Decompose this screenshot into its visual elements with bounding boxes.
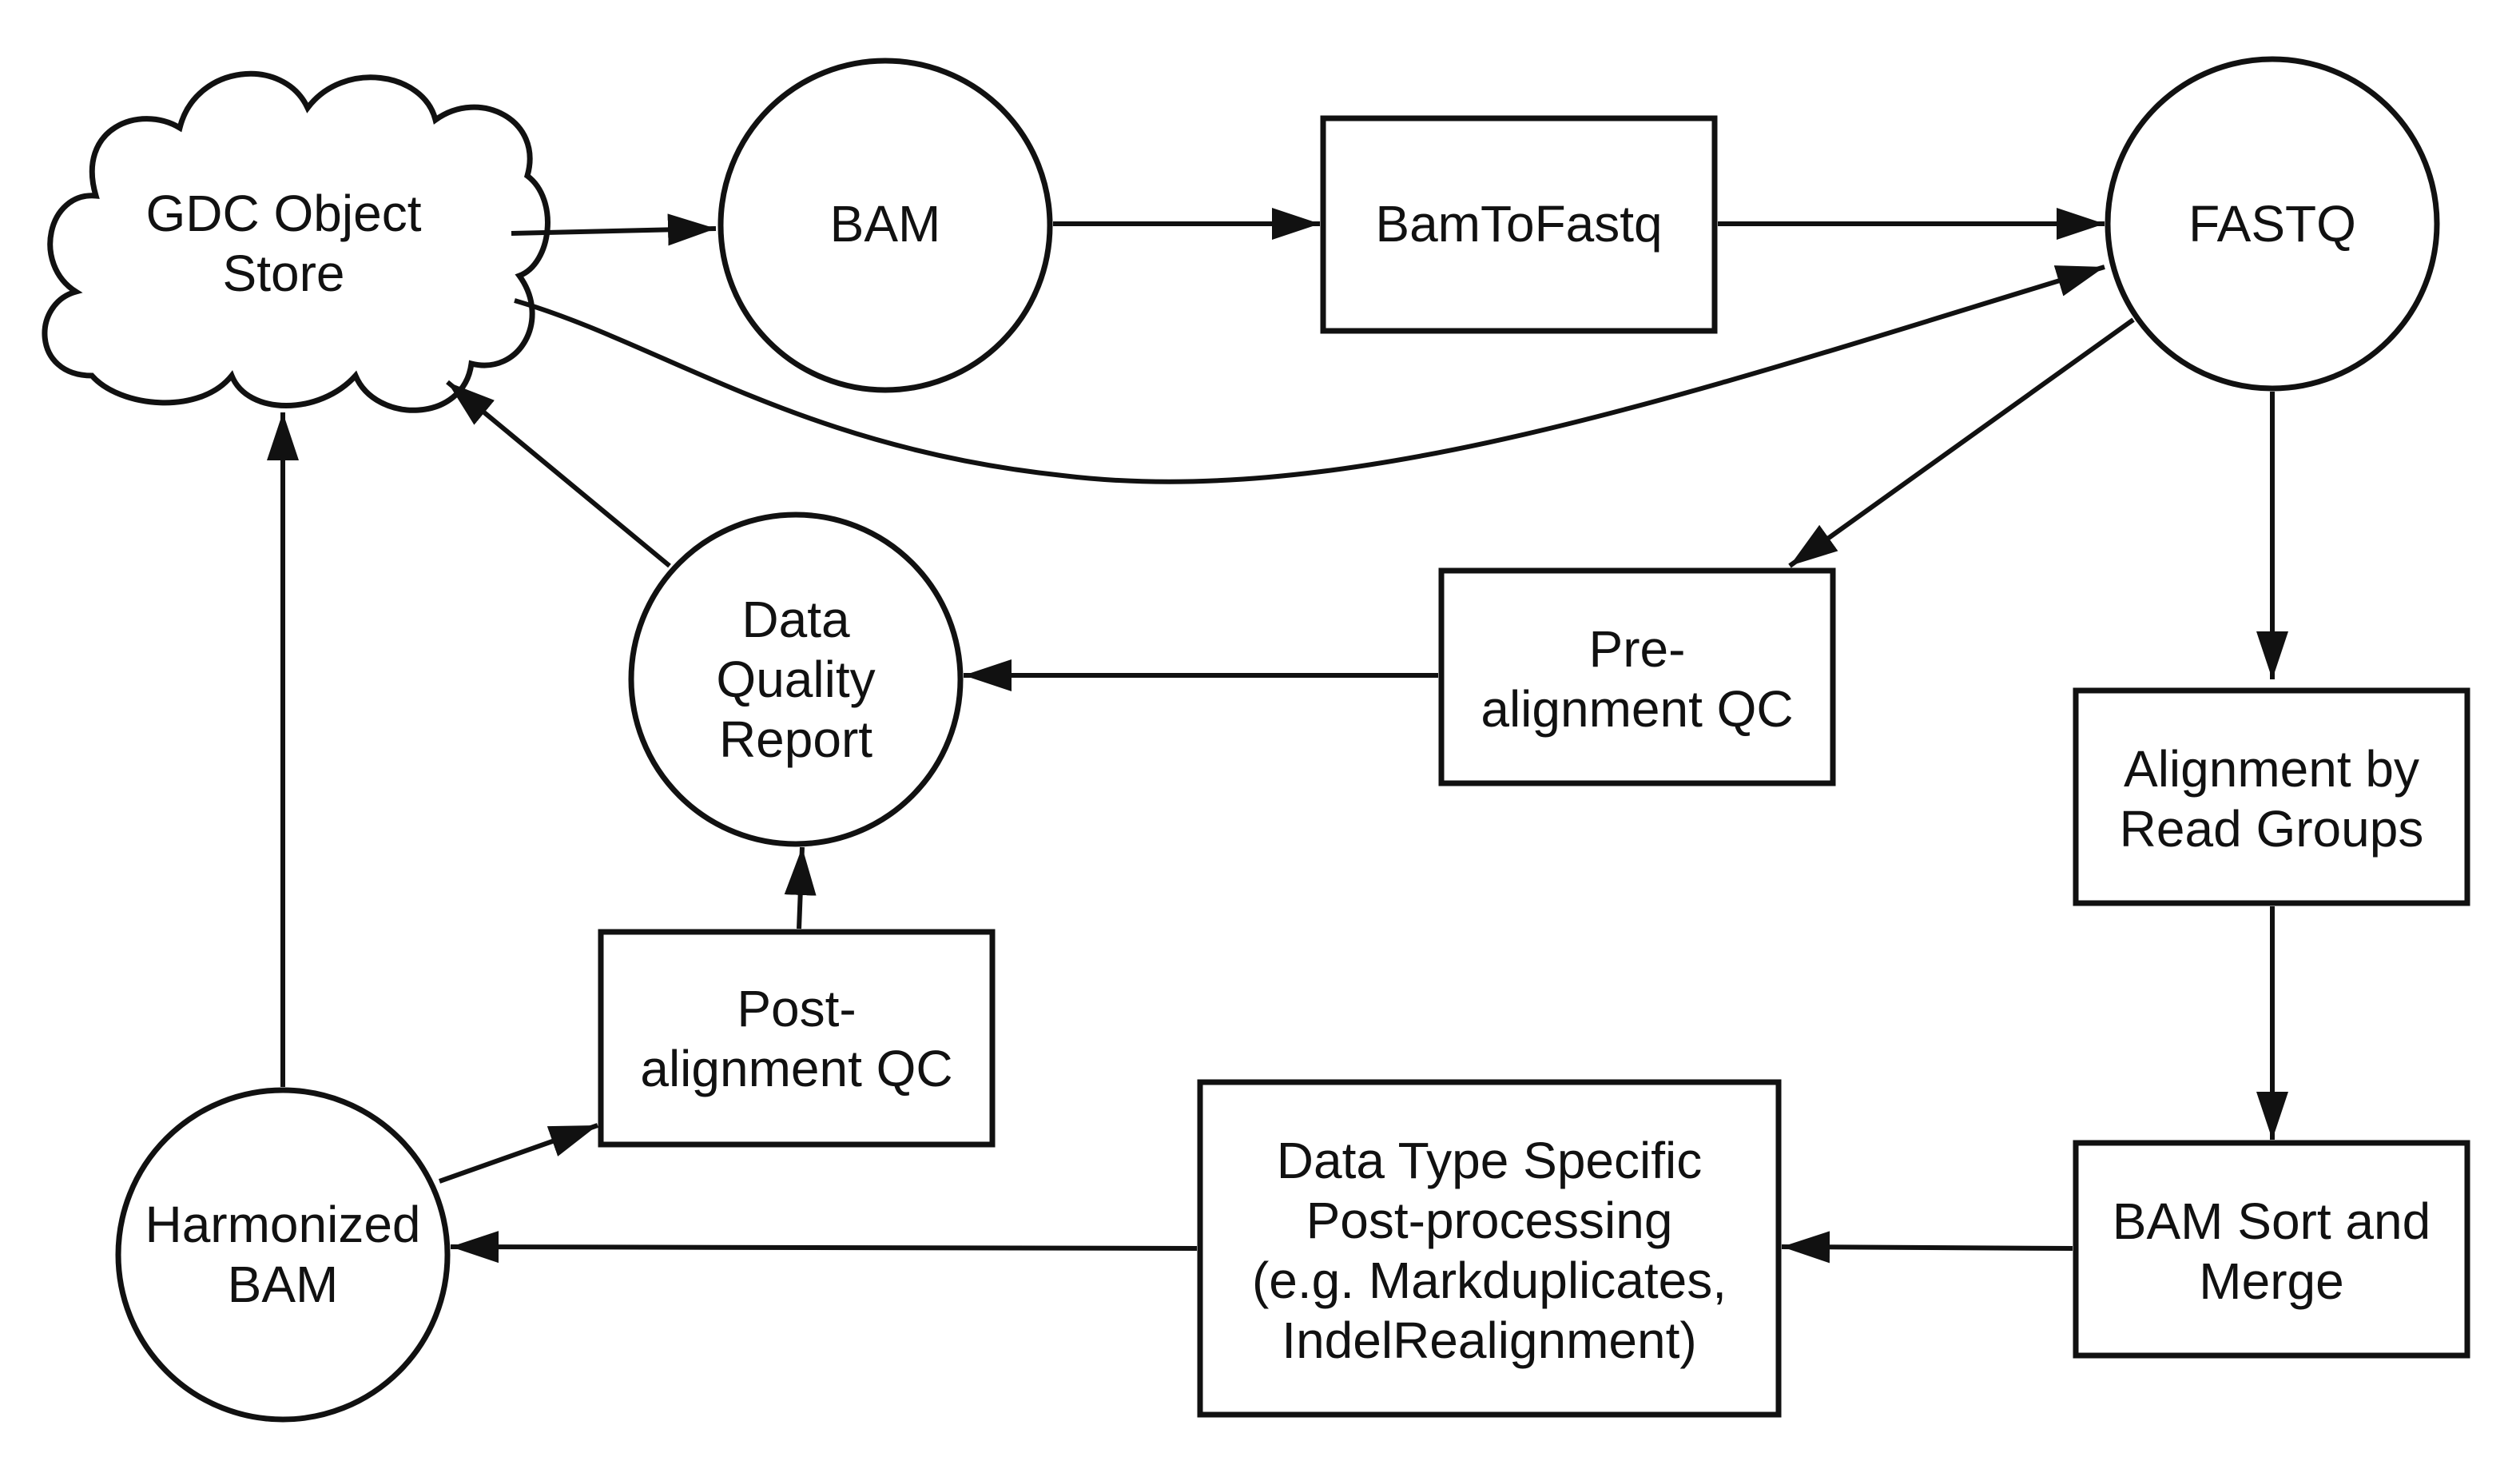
label-line: FASTQ — [2188, 194, 2356, 253]
arrow-sortmerge-to-datatype — [1781, 1231, 2073, 1264]
label-line: IndelRealignment) — [1282, 1312, 1697, 1369]
label-bam: BAM — [721, 192, 1050, 256]
arrow-report-to-store — [446, 380, 671, 568]
edges — [267, 208, 2288, 1264]
label-line: Report — [718, 710, 873, 768]
node-data-quality-report — [628, 512, 964, 847]
data-type-specific-box — [1197, 1079, 1782, 1418]
node-post-alignment-qc — [598, 929, 996, 1148]
label-line: GDC Object — [145, 185, 422, 242]
label-harmonized-bam: Harmonized BAM — [118, 1191, 447, 1319]
alignment-box — [2073, 687, 2470, 906]
label-line: Store — [222, 245, 345, 302]
arrow-postqc-to-report — [784, 846, 817, 930]
label-line: alignment QC — [640, 1040, 953, 1097]
label-line: Pre- — [1588, 620, 1686, 678]
label-line: BAM Sort and — [2112, 1192, 2431, 1250]
node-bam-sort-and-merge — [2073, 1140, 2470, 1359]
cloud-shape — [42, 71, 551, 413]
bam-circle — [717, 58, 1053, 393]
node-alignment-by-read-groups — [2073, 687, 2470, 906]
label-line: Merge — [2199, 1252, 2344, 1310]
label-line: Data — [741, 590, 850, 648]
label-line: alignment QC — [1481, 680, 1794, 738]
harmonized-bam-circle — [115, 1087, 451, 1423]
label-line: Quality — [716, 650, 876, 708]
data-quality-report-circle — [628, 512, 964, 847]
node-pre-alignment-qc — [1438, 567, 1836, 786]
fastq-circle — [2105, 56, 2440, 392]
label-line: (e.g. Markduplicates, — [1251, 1252, 1727, 1309]
label-pre-alignment-qc: Pre- alignment QC — [1441, 615, 1833, 743]
arrow-store-to-bam — [511, 213, 717, 246]
node-harmonized-bam — [115, 1087, 451, 1423]
node-fastq — [2105, 56, 2440, 392]
label-line: BamToFastq — [1375, 194, 1663, 253]
label-line: Data Type Specific — [1276, 1132, 1703, 1189]
arrow-harmonized-to-postqc — [439, 1123, 598, 1184]
label-bamtofastq: BamToFastq — [1323, 192, 1715, 256]
arrow-store-to-fastq-curve — [514, 265, 2105, 484]
label-line: Harmonized — [145, 1196, 421, 1253]
label-gdc-object-store: GDC Object Store — [96, 176, 471, 312]
label-fastq: FASTQ — [2108, 192, 2437, 256]
label-line: Post- — [737, 980, 857, 1037]
label-bam-sort-and-merge: BAM Sort and Merge — [2076, 1188, 2467, 1316]
label-alignment-by-read-groups: Alignment by Read Groups — [2076, 735, 2467, 863]
label-post-alignment-qc: Post- alignment QC — [601, 975, 992, 1103]
label-line: Post-processing — [1306, 1192, 1673, 1249]
label-data-type-specific: Data Type Specific Post-processing (e.g.… — [1200, 1127, 1779, 1375]
label-line: BAM — [829, 194, 941, 253]
post-alignment-qc-box — [598, 929, 996, 1148]
bamtofastq-box — [1320, 115, 1718, 334]
node-bam — [717, 58, 1053, 393]
node-data-type-specific — [1197, 1079, 1782, 1418]
arrow-datatype-to-harmonized — [450, 1231, 1198, 1264]
label-line: Read Groups — [2119, 800, 2424, 858]
node-bamtofastq — [1320, 115, 1718, 334]
label-data-quality-report: Data Quality Report — [631, 583, 960, 775]
node-gdc-object-store — [42, 71, 551, 413]
arrow-fastq-to-preqc — [1788, 317, 2135, 568]
bam-sort-merge-box — [2073, 1140, 2470, 1359]
pre-alignment-qc-box — [1438, 567, 1836, 786]
label-line: BAM — [227, 1256, 339, 1313]
label-line: Alignment by — [2124, 740, 2419, 798]
